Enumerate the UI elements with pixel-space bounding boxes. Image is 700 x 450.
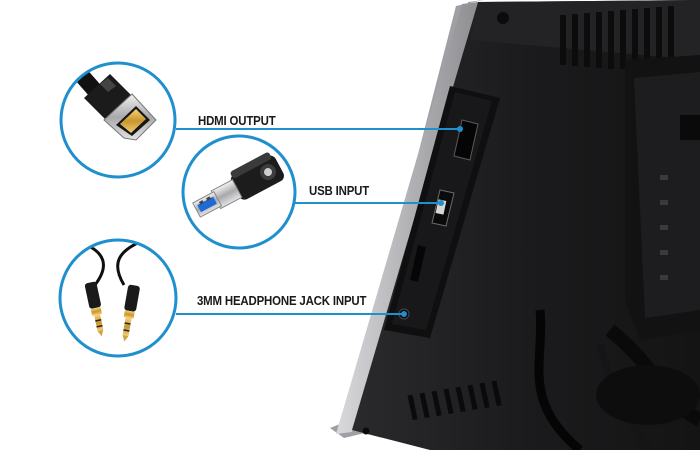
usb-input-label: USB INPUT (309, 183, 370, 198)
hdmi-callout (59, 61, 177, 179)
top-vent-grille (560, 6, 674, 69)
monitor-back-device (330, 0, 700, 450)
hdmi-output-label: HDMI OUTPUT (198, 113, 276, 128)
headphone-jack-label: 3MM HEADPHONE JACK INPUT (197, 293, 367, 308)
bottom-vent-grille (407, 380, 502, 421)
jack-callout (58, 238, 178, 358)
side-port-panel (384, 86, 500, 338)
leader-lines (176, 126, 463, 317)
mounting-bracket (625, 55, 700, 340)
usb-callout (181, 134, 297, 250)
screw-hole (497, 12, 509, 24)
usb-flash-drive-icon (192, 152, 284, 218)
